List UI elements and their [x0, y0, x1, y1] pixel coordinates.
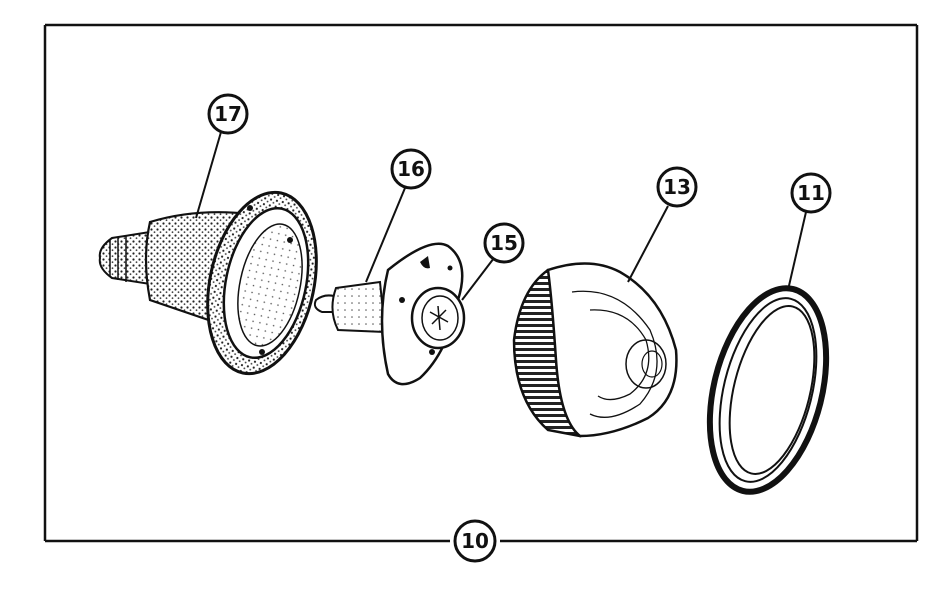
part-13-lens: [512, 262, 678, 438]
callout-15-label: 15: [490, 231, 518, 255]
callout-15: 15: [483, 222, 525, 264]
callout-10-label: 10: [461, 529, 489, 553]
assembly-frame: [43, 23, 919, 543]
part-17-housing: [98, 190, 318, 376]
callout-16-label: 16: [397, 157, 425, 181]
part-15-bulb: [410, 286, 466, 350]
callout-13-label: 13: [663, 175, 691, 199]
callout-13: 13: [656, 166, 698, 208]
callout-17: 17: [207, 93, 249, 135]
callout-16: 16: [390, 148, 432, 190]
callout-10: 10: [453, 519, 497, 563]
callout-11-label: 11: [797, 181, 825, 205]
leader-lines: [195, 131, 807, 301]
part-11-rim: [706, 285, 830, 495]
callout-17-label: 17: [214, 102, 242, 126]
callout-11: 11: [790, 172, 832, 214]
